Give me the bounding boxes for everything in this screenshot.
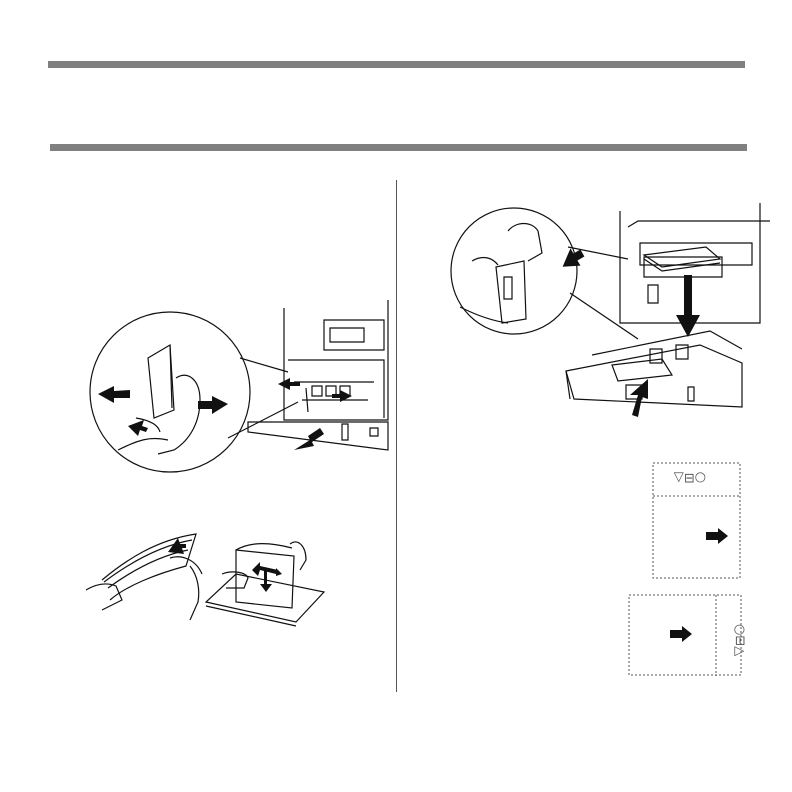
fan-paper-stack-illustration: [86, 530, 326, 625]
column-divider: [396, 180, 397, 692]
letterhead-glyphs-landscape: ○⊟△: [732, 624, 747, 656]
header-rule-top: [48, 61, 745, 68]
load-paper-tray-illustration: [452, 203, 770, 425]
paper-guide-adjust-illustration: [88, 300, 393, 475]
letterhead-portrait-illustration: ○⊟△: [652, 462, 742, 580]
header-rule-bottom: [50, 144, 747, 151]
letterhead-landscape-illustration: ○⊟△: [628, 594, 744, 678]
letterhead-glyphs-portrait: ○⊟△: [674, 470, 706, 485]
